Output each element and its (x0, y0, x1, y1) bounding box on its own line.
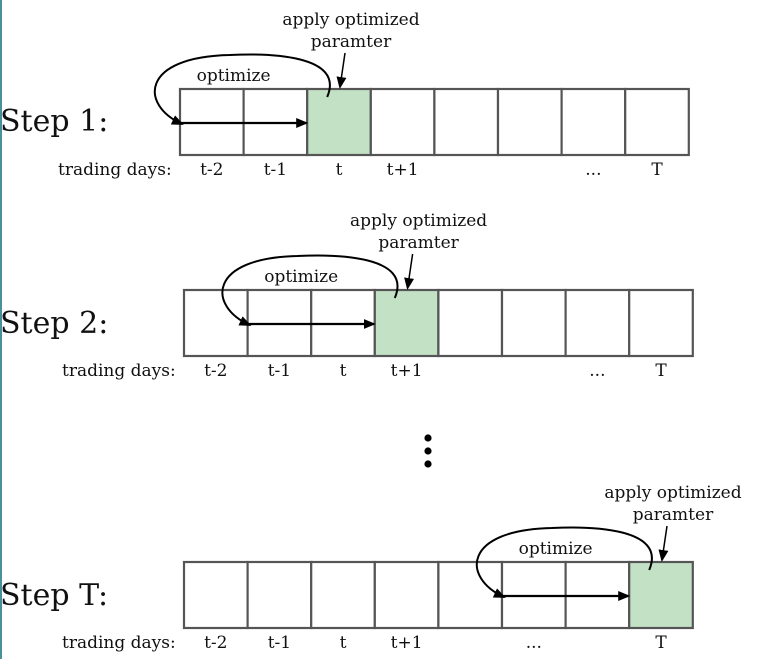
highlighted-day-cell (628, 560, 694, 630)
apply-label-line2: paramter (311, 32, 392, 52)
day-label: ... (589, 361, 605, 381)
day-cell (624, 87, 690, 157)
ellipsis-dot (424, 460, 432, 468)
day-label: t+1 (387, 160, 419, 180)
apply-pointer-arrow (404, 253, 415, 290)
trading-days-label: trading days: (62, 633, 176, 653)
trading-days-label: trading days: (62, 361, 176, 381)
step-label: Step 2: (0, 306, 108, 341)
day-label: t (336, 160, 343, 180)
day-label: t+1 (391, 633, 423, 653)
ellipsis-dot (424, 447, 432, 455)
ellipsis-dot (424, 434, 432, 442)
left-edge-line (0, 0, 2, 659)
day-cell (500, 288, 567, 358)
apply-label-line2: paramter (378, 233, 459, 253)
apply-label-line1: apply optimized (350, 211, 487, 231)
day-label: t+1 (391, 361, 423, 381)
apply-label-line2: paramter (633, 505, 714, 525)
optimize-label: optimize (519, 539, 593, 559)
optimize-loop-arrow (221, 254, 399, 326)
day-label: ... (585, 160, 601, 180)
day-label: t (340, 633, 347, 653)
day-label: t (340, 361, 347, 381)
day-cell (433, 87, 500, 157)
apply-pointer-arrow (658, 525, 669, 562)
day-label: t-1 (268, 633, 291, 653)
step-label: Step 1: (0, 104, 108, 139)
optimize-loop-arrow (153, 53, 331, 125)
step-label: Step T: (0, 578, 108, 613)
day-cell (182, 560, 249, 630)
day-label: t-1 (264, 160, 287, 180)
day-label: ... (526, 633, 542, 653)
apply-label-line1: apply optimized (282, 10, 419, 30)
day-cell (496, 87, 563, 157)
day-cell (628, 288, 694, 358)
day-label: t-2 (204, 633, 227, 653)
optimize-label: optimize (264, 267, 338, 287)
day-cell (369, 87, 436, 157)
day-label: T (651, 160, 663, 180)
optimize-label: optimize (197, 66, 271, 86)
day-cell (373, 560, 440, 630)
day-label: t-2 (200, 160, 223, 180)
apply-label-line1: apply optimized (604, 483, 741, 503)
highlighted-day-cell (373, 288, 440, 358)
day-cell (560, 87, 627, 157)
day-cell (564, 288, 631, 358)
day-cell (310, 560, 376, 630)
day-cell (246, 560, 313, 630)
day-label: t-2 (204, 361, 227, 381)
apply-pointer-arrow (336, 52, 347, 89)
day-cell (437, 288, 504, 358)
day-cell (437, 560, 504, 630)
day-cell (182, 288, 249, 358)
highlighted-day-cell (306, 87, 372, 157)
trading-days-label: trading days: (58, 160, 172, 180)
day-label: T (655, 633, 667, 653)
day-label: t-1 (268, 361, 291, 381)
day-label: T (655, 361, 667, 381)
optimize-loop-arrow (475, 526, 653, 598)
